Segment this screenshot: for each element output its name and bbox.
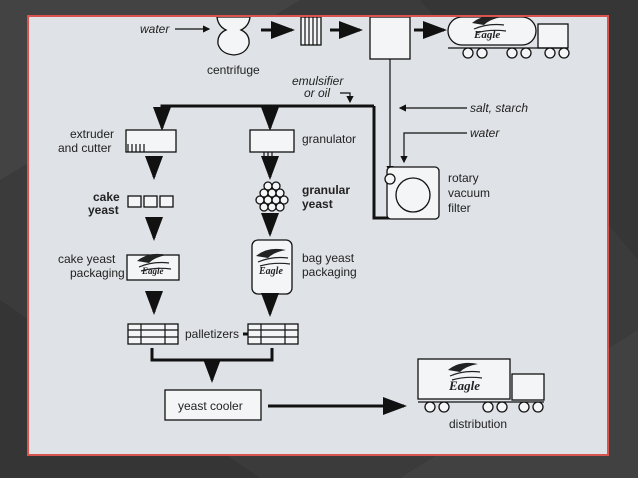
plate-filter-icon: [300, 17, 322, 46]
emulsifier-arrow: [340, 92, 354, 104]
granulator-label: granulator: [302, 132, 356, 146]
cake-pack-label-line1: cake yeast: [58, 252, 116, 266]
granular-yeast-label-line1: granular: [302, 183, 350, 197]
salt-starch-label: salt, starch: [470, 101, 528, 115]
diagram-panel: water centrifuge Eagl: [27, 15, 609, 456]
palletizer-right-icon: [247, 323, 299, 345]
rotary-label-line3: filter: [448, 201, 471, 215]
cake-yeast-label-line1: cake: [93, 190, 120, 204]
distribution-label: distribution: [449, 417, 507, 431]
storage-tank-icon: [369, 17, 411, 60]
yeast-cooler-box: [164, 389, 262, 421]
cake-package-icon: Eagle: [126, 253, 180, 281]
cake-blocks-icon: [127, 195, 174, 208]
truck-logo-text: Eagle: [448, 378, 480, 393]
extruder-label-line2: and cutter: [58, 141, 111, 155]
rotary-label-line2: vacuum: [448, 186, 490, 200]
emulsifier-label-line1: emulsifier: [292, 74, 344, 88]
centrifuge-icon: [216, 17, 251, 56]
granular-yeast-label-line2: yeast: [302, 197, 333, 211]
pallet-merge-line: [150, 348, 274, 362]
bag-pack-label-line1: bag yeast: [302, 251, 355, 265]
bag-pack-label-line2: packaging: [302, 265, 357, 279]
extruder-icon: [125, 129, 177, 153]
water-right-label: water: [470, 126, 500, 140]
emulsifier-label-line2: or oil: [304, 86, 330, 100]
granulator-icon: [249, 129, 295, 158]
delivery-truck-icon: Eagle: [417, 358, 545, 413]
extruder-label-line1: extruder: [70, 127, 114, 141]
cake-package-logo-text: Eagle: [141, 266, 164, 276]
palletizers-label: palletizers: [185, 327, 239, 341]
cake-yeast-label-line2: yeast: [88, 203, 119, 217]
yeast-cooler-label: yeast cooler: [178, 399, 243, 413]
bag-logo-text: Eagle: [258, 266, 283, 277]
tanker-logo-text: Eagle: [473, 29, 500, 41]
water-input-label: water: [140, 22, 170, 36]
yeast-process-diagram: water centrifuge Eagl: [58, 17, 570, 431]
tanker-truck-icon: Eagle: [447, 17, 570, 59]
centrifuge-label: centrifuge: [207, 63, 260, 77]
bag-package-icon: Eagle: [251, 239, 293, 295]
granules-icon: [255, 181, 289, 212]
rotary-label-line1: rotary: [448, 171, 479, 185]
rotary-vacuum-filter-icon: [384, 166, 440, 220]
water-right-arrow: [400, 132, 467, 164]
palletizer-left-icon: [127, 323, 179, 345]
feed-to-extruder-line: [153, 104, 374, 131]
cake-pack-label-line2: packaging: [70, 266, 125, 280]
rotary-return-line: [372, 106, 390, 220]
